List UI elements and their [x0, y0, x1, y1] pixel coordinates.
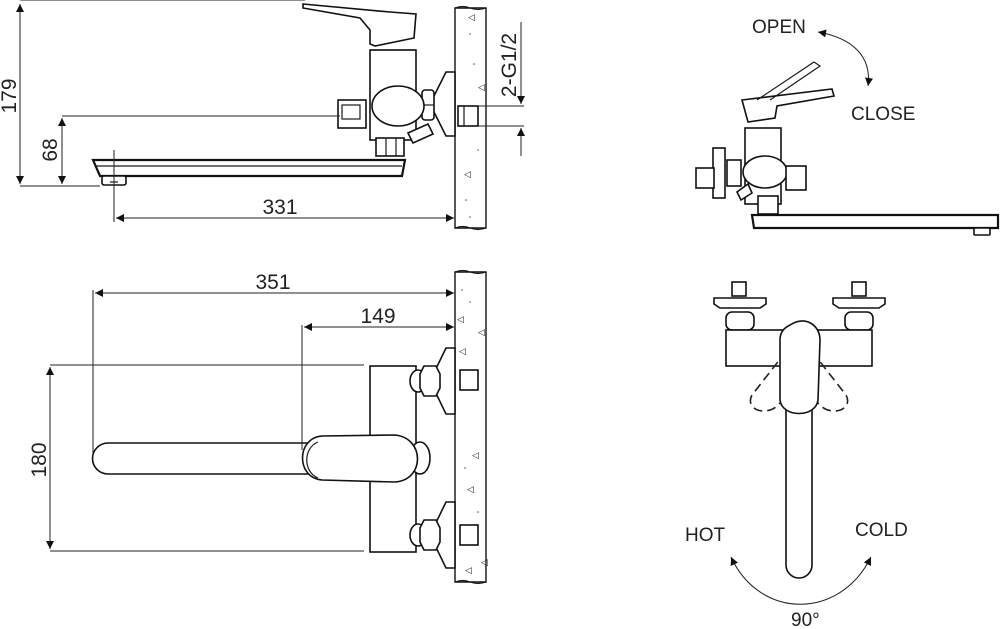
wall-section-bottom: ◁ ◁ ◁ ◁ ◁ ◁ ◁: [454, 269, 488, 585]
svg-text:◁: ◁: [478, 327, 485, 337]
label-open: OPEN: [752, 17, 806, 38]
label-cold: COLD: [855, 520, 908, 541]
dim-179: 179: [0, 78, 21, 113]
svg-text:◁: ◁: [464, 169, 471, 179]
svg-text:◁: ◁: [459, 346, 466, 356]
svg-text:◁: ◁: [472, 450, 479, 460]
dim-351: 351: [255, 271, 290, 294]
hot-cold-view: HOT COLD 90°: [685, 281, 908, 629]
svg-text:◁: ◁: [457, 314, 464, 324]
label-angle: 90°: [791, 610, 820, 629]
svg-text:◁: ◁: [468, 12, 475, 22]
svg-text:◁: ◁: [478, 82, 485, 92]
dim-thread: 2-G1/2: [498, 33, 521, 97]
label-close: CLOSE: [851, 104, 915, 125]
side-view: ◁ ◁ ◁: [0, 0, 525, 231]
svg-text:◁: ◁: [467, 484, 474, 494]
dim-149: 149: [360, 305, 395, 328]
dim-68: 68: [39, 138, 62, 161]
dim-331: 331: [262, 196, 297, 219]
svg-text:◁: ◁: [465, 565, 472, 575]
label-hot: HOT: [685, 525, 726, 546]
svg-text:◁: ◁: [481, 557, 488, 567]
dim-180: 180: [28, 442, 51, 477]
top-view: ◁ ◁ ◁ ◁ ◁ ◁ ◁: [28, 269, 488, 585]
open-close-view: OPEN CLOSE: [695, 17, 1000, 236]
